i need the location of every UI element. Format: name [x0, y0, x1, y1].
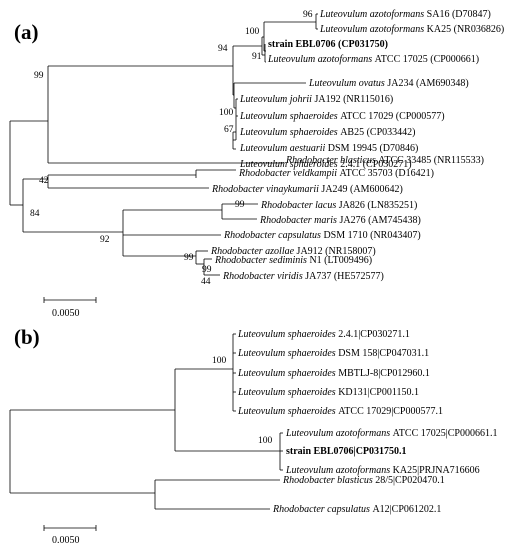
- taxon-label-highlighted: strain EBL0706|CP031750.1: [286, 446, 407, 457]
- bootstrap-value: 44: [201, 277, 211, 287]
- scale-bar-label: 0.0050: [52, 535, 80, 546]
- panel-b-bootstrap-values: 100 100: [212, 356, 273, 446]
- bootstrap-value: 96: [303, 10, 313, 20]
- taxon-label: Luteovulum aestuarii DSM 19945 (D70846): [239, 143, 418, 154]
- bootstrap-value: 84: [30, 209, 40, 219]
- panel-b-taxa: Luteovulum sphaeroides 2.4.1|CP030271.1 …: [237, 329, 497, 515]
- panel-a: (a): [9, 9, 504, 319]
- bootstrap-value: 99: [184, 253, 194, 263]
- bootstrap-value: 67: [224, 125, 234, 135]
- bootstrap-value: 91: [252, 52, 262, 62]
- taxon-label-highlighted: strain EBL0706 (CP031750): [268, 39, 388, 50]
- taxon-label: Rhodobacter maris JA276 (AM745438): [259, 215, 421, 226]
- taxon-label: Luteovulum sphaeroides ATCC 17029|CP0005…: [237, 406, 443, 417]
- taxon-label: Luteovulum sphaeroides 2.4.1|CP030271.1: [237, 329, 410, 340]
- panel-b-label: (b): [14, 325, 40, 349]
- taxon-label: Rhodobacter sediminis N1 (LT009496): [214, 255, 372, 266]
- taxon-label: Luteovulum sphaeroides ATCC 17029 (CP000…: [239, 111, 445, 122]
- bootstrap-value: 42: [39, 176, 49, 186]
- taxon-label: Luteovulum azotoformans ATCC 17025 (CP00…: [267, 54, 479, 65]
- taxon-label: Luteovulum azotoformans KA25|PRJNA716606: [285, 465, 480, 476]
- panel-a-scale-bar: 0.0050: [43, 297, 97, 319]
- panel-a-branches: [9, 13, 318, 276]
- taxon-label: Rhodobacter vinaykumarii JA249 (AM600642…: [211, 184, 403, 195]
- taxon-label: Rhodobacter capsulatus DSM 1710 (NR04340…: [223, 230, 421, 241]
- taxon-label: Luteovulum ovatus JA234 (AM690348): [308, 78, 469, 89]
- panel-b-branches: [9, 333, 283, 510]
- taxon-label: Luteovulum azotoformans SA16 (D70847): [319, 9, 491, 20]
- taxon-label: Rhodobacter azollae JA912 (NR158007): [210, 246, 376, 257]
- taxon-label: Luteovulum sphaeroides DSM 158|CP047031.…: [237, 348, 429, 359]
- bootstrap-value: 99: [34, 71, 44, 81]
- taxon-label: Luteovulum sphaeroides AB25 (CP033442): [239, 127, 415, 138]
- taxon-label: Rhodobacter blasticus ATCC 33485 (NR1155…: [285, 155, 484, 166]
- taxon-label: Luteovulum johrii JA192 (NR115016): [239, 94, 393, 105]
- bootstrap-value: 99: [202, 265, 212, 275]
- bootstrap-value: 100: [258, 436, 273, 446]
- panel-b: (b) 100 100 Luteovulu: [9, 325, 497, 546]
- taxon-label: Luteovulum sphaeroides 2.4.1 (CP030271): [239, 159, 412, 170]
- scale-bar-label: 0.0050: [52, 308, 80, 319]
- taxon-label: Luteovulum azotoformans KA25 (NR036826): [319, 24, 504, 35]
- panel-a-taxa: Luteovulum azotoformans SA16 (D70847) Lu…: [210, 9, 504, 282]
- taxon-label: Rhodobacter lacus JA826 (LN835251): [260, 200, 417, 211]
- bootstrap-value: 94: [218, 44, 228, 54]
- bootstrap-value: 100: [219, 108, 234, 118]
- panel-b-scale-bar: 0.0050: [43, 525, 97, 546]
- bootstrap-value: 99: [235, 200, 245, 210]
- taxon-label: Luteovulum azotoformans ATCC 17025|CP000…: [285, 428, 497, 439]
- taxon-label: Rhodobacter capsulatus A12|CP061202.1: [272, 504, 441, 515]
- bootstrap-value: 100: [245, 27, 260, 37]
- panel-a-label: (a): [14, 20, 39, 44]
- taxon-label: Luteovulum sphaeroides MBTLJ-8|CP012960.…: [237, 368, 430, 379]
- bootstrap-value: 92: [100, 235, 110, 245]
- taxon-label: Rhodobacter viridis JA737 (HE572577): [222, 271, 384, 282]
- taxon-label: Rhodobacter veldkampii ATCC 35703 (D1642…: [238, 168, 434, 179]
- panel-a-bootstrap-values: 96 100 94 91 99 100 67 42 84 99 92 99 99…: [30, 10, 313, 287]
- bootstrap-value: 100: [212, 356, 227, 366]
- taxon-label: Rhodobacter blasticus 28/5|CP020470.1: [282, 475, 445, 486]
- taxon-label: Luteovulum sphaeroides KD131|CP001150.1: [237, 387, 419, 398]
